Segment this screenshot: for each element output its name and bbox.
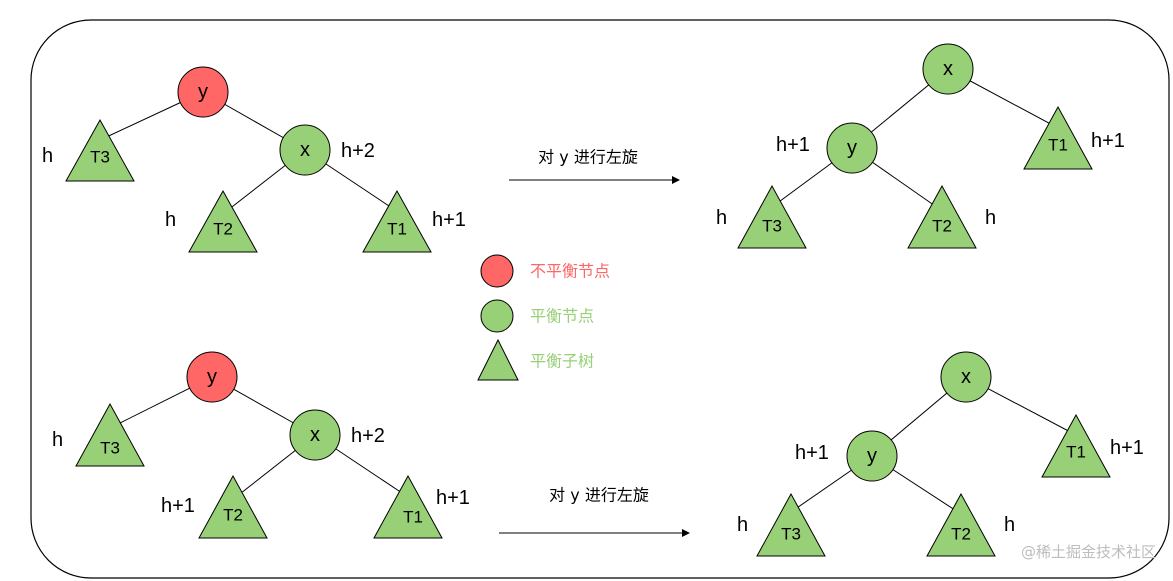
legend-unbalanced-node-label: 不平衡节点 bbox=[530, 262, 610, 281]
tree-bottom-after: x y T1 T3 T2 h+1 h+1 h h bbox=[737, 351, 1144, 557]
node-y-unbalanced bbox=[186, 351, 238, 403]
node-x bbox=[289, 409, 341, 461]
rotate-left-label-top: 对 y 进行左旋 bbox=[538, 148, 638, 167]
height-y: h+1 bbox=[776, 134, 810, 156]
height-t3: h bbox=[716, 207, 727, 229]
subtree-t2-label: T2 bbox=[213, 220, 233, 239]
subtree-t1-label: T1 bbox=[387, 220, 407, 239]
height-t2: h bbox=[985, 207, 996, 229]
legend-balanced-subtree-label: 平衡子树 bbox=[530, 352, 594, 371]
subtree-t1 bbox=[373, 474, 443, 539]
subtree-t3-label: T3 bbox=[781, 525, 801, 544]
subtree-t1 bbox=[362, 189, 432, 253]
tree-top-after: x y T1 T3 T2 h+1 h+1 h h bbox=[716, 43, 1125, 249]
subtree-t1-label: T1 bbox=[1066, 443, 1086, 462]
node-x-label: x bbox=[943, 58, 953, 80]
subtree-t1 bbox=[1041, 413, 1111, 478]
node-x bbox=[940, 351, 992, 403]
legend-unbalanced-node-swatch bbox=[480, 254, 514, 288]
subtree-t3 bbox=[65, 118, 135, 182]
subtree-t2-label: T2 bbox=[951, 525, 971, 544]
outer-frame bbox=[30, 19, 1170, 579]
height-y: h+1 bbox=[795, 442, 829, 464]
subtree-t2 bbox=[907, 184, 977, 249]
node-y-label: y bbox=[867, 445, 877, 467]
node-x bbox=[922, 43, 974, 95]
subtree-t2 bbox=[188, 189, 258, 253]
height-t1: h+1 bbox=[436, 487, 470, 509]
node-y bbox=[846, 430, 898, 482]
height-t2: h bbox=[165, 209, 176, 231]
height-t2: h+1 bbox=[161, 495, 195, 517]
subtree-t3 bbox=[737, 184, 807, 249]
height-t1: h+1 bbox=[432, 209, 466, 231]
node-y-label: y bbox=[207, 366, 217, 388]
height-t2: h bbox=[1004, 514, 1015, 536]
rotate-left-label-bottom: 对 y 进行左旋 bbox=[549, 486, 649, 505]
subtree-t3 bbox=[756, 492, 826, 557]
tree-top-before: y x T3 T2 T1 h h+2 h h+1 bbox=[42, 66, 466, 253]
height-x: h+2 bbox=[341, 140, 375, 162]
node-x-label: x bbox=[310, 424, 320, 446]
subtree-t1-label: T1 bbox=[403, 508, 423, 527]
tree-bottom-before: y x T3 T2 T1 h h+2 h+1 h+1 bbox=[52, 351, 470, 539]
height-t3: h bbox=[52, 429, 63, 451]
legend-balanced-node-label: 平衡节点 bbox=[530, 307, 594, 326]
subtree-t2 bbox=[926, 492, 996, 557]
subtree-t2 bbox=[198, 474, 268, 539]
subtree-t2-label: T2 bbox=[932, 217, 952, 236]
subtree-t3-label: T3 bbox=[762, 217, 782, 236]
node-y bbox=[826, 122, 878, 174]
height-x: h+2 bbox=[351, 425, 385, 447]
watermark: @稀土掘金技术社区 bbox=[1021, 543, 1156, 561]
subtree-t3-label: T3 bbox=[100, 439, 120, 458]
node-x-label: x bbox=[300, 139, 310, 161]
legend: 不平衡节点 平衡节点 平衡子树 bbox=[477, 254, 610, 381]
subtree-t3 bbox=[75, 402, 145, 467]
node-y-label: y bbox=[198, 81, 208, 103]
height-t1: h+1 bbox=[1091, 130, 1125, 152]
node-x-label: x bbox=[961, 366, 971, 388]
node-y-unbalanced bbox=[177, 66, 229, 118]
height-t3: h bbox=[42, 145, 53, 167]
subtree-t1-label: T1 bbox=[1048, 136, 1068, 155]
subtree-t3-label: T3 bbox=[90, 148, 110, 167]
node-x bbox=[279, 124, 331, 176]
height-t3: h bbox=[737, 514, 748, 536]
legend-balanced-node-swatch bbox=[480, 299, 514, 333]
subtree-t2-label: T2 bbox=[223, 506, 243, 525]
legend-balanced-subtree-swatch bbox=[477, 338, 519, 381]
height-t1: h+1 bbox=[1110, 437, 1144, 459]
subtree-t1 bbox=[1023, 105, 1093, 170]
node-y-label: y bbox=[847, 137, 857, 159]
